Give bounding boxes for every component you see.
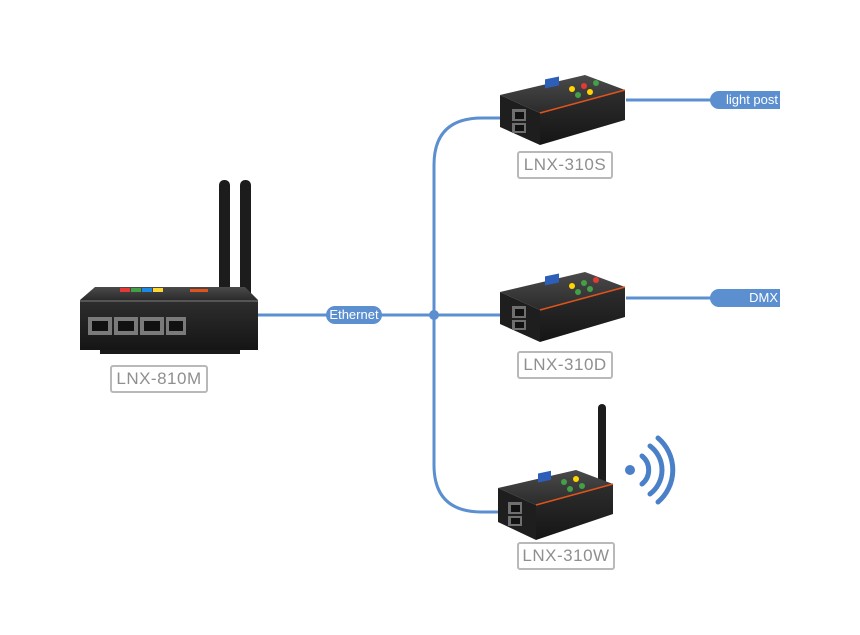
node-310d-device-icon bbox=[500, 272, 626, 342]
node-310w-label: LNX-310W bbox=[517, 542, 615, 570]
node-310d-label: LNX-310D bbox=[517, 351, 613, 379]
light-post-output-label: light post bbox=[710, 91, 780, 109]
node-310s-label: LNX-310S bbox=[517, 151, 613, 179]
branch-line-to-310s bbox=[432, 116, 502, 315]
node-310s-device-icon bbox=[500, 75, 626, 145]
ethernet-connection-label: Ethernet bbox=[326, 306, 382, 324]
antenna-icon bbox=[598, 404, 606, 494]
ethernet-ports-icon bbox=[88, 317, 186, 335]
node-310w-device-icon bbox=[498, 404, 614, 540]
branch-line-to-310w bbox=[432, 315, 500, 514]
gateway-label: LNX-810M bbox=[110, 365, 208, 393]
wireless-signal-icon bbox=[625, 435, 676, 505]
gateway-device-icon bbox=[80, 180, 258, 354]
dmx-output-label: DMX bbox=[710, 289, 780, 307]
junction-node bbox=[429, 310, 439, 320]
